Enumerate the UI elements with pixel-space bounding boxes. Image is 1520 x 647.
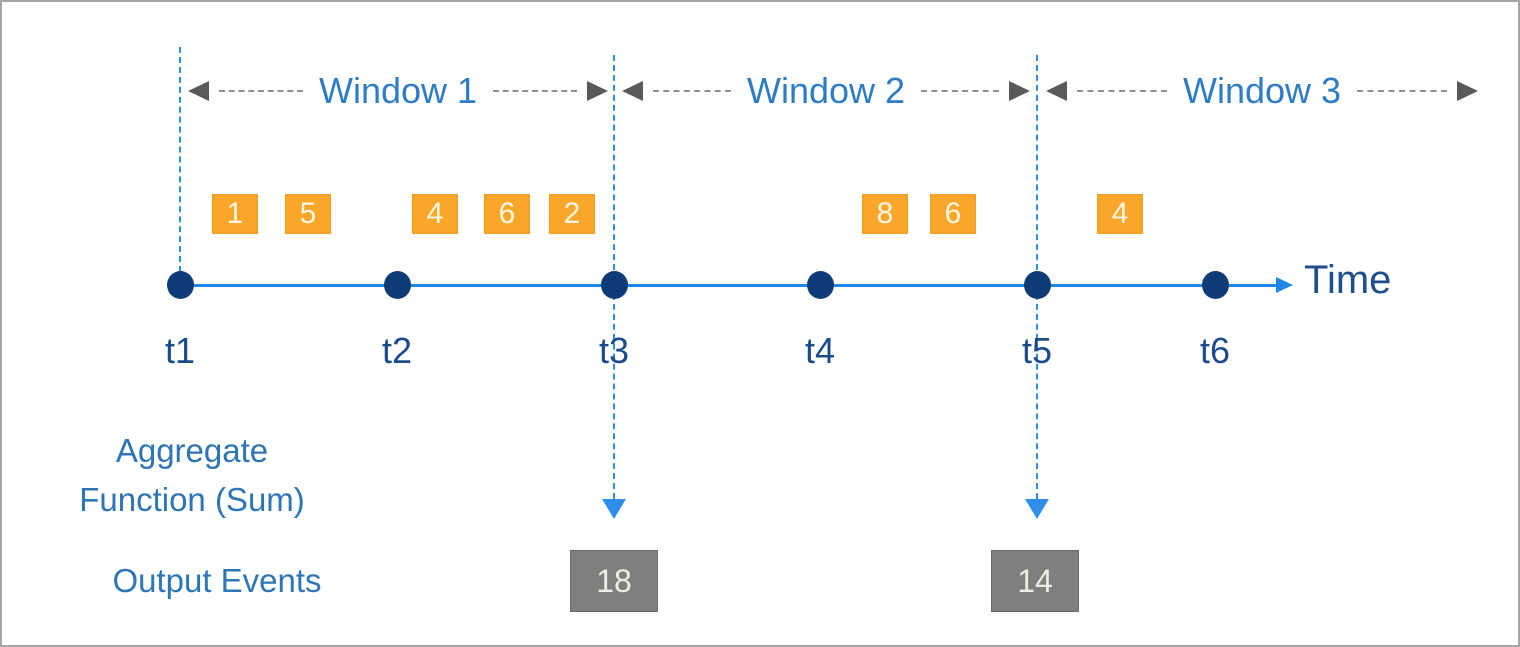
timeline-dot-t2 xyxy=(384,271,411,299)
aggregate-function-label: Aggregate Function (Sum) xyxy=(32,426,352,524)
event-value-box: 6 xyxy=(930,194,976,234)
arrow-down-icon xyxy=(1025,499,1049,519)
arrow-right-icon xyxy=(1457,81,1478,101)
timeline-dot-t6 xyxy=(1202,271,1229,299)
aggregate-function-label-line2: Function (Sum) xyxy=(79,481,305,518)
tick-label-t4: t4 xyxy=(804,330,836,371)
output-events-label: Output Events xyxy=(112,562,322,599)
event-value-box: 8 xyxy=(862,194,908,234)
tick-label-t2: t2 xyxy=(381,330,413,371)
timeline-dot-t5 xyxy=(1024,271,1051,299)
window-1-label: Window 1 xyxy=(318,70,478,111)
output-value-box: 18 xyxy=(570,550,658,612)
event-value-box: 4 xyxy=(1097,194,1143,234)
aggregate-function-label-line1: Aggregate xyxy=(115,432,269,469)
window-3-label: Window 3 xyxy=(1182,70,1342,111)
time-axis-label: Time xyxy=(1304,258,1392,302)
window-2-label: Window 2 xyxy=(746,70,906,111)
timeline-dot-t3 xyxy=(601,271,628,299)
event-value-box: 2 xyxy=(549,194,595,234)
event-value-box: 4 xyxy=(412,194,458,234)
dashed-line xyxy=(653,90,731,92)
arrow-left-icon xyxy=(1046,81,1067,101)
event-value-box: 5 xyxy=(285,194,331,234)
timeline-axis xyxy=(180,284,1278,287)
window-2-span: Window 2 xyxy=(622,72,1030,110)
timeline-arrow-icon xyxy=(1276,277,1293,293)
tick-label-t6: t6 xyxy=(1199,330,1231,371)
tick-label-t3: t3 xyxy=(598,330,630,371)
window-boundary-line-t1 xyxy=(179,47,181,272)
window-3-span: Window 3 xyxy=(1046,72,1478,110)
output-value-box: 14 xyxy=(991,550,1079,612)
event-value-box: 1 xyxy=(212,194,258,234)
dashed-line xyxy=(493,90,577,92)
timeline-dot-t4 xyxy=(807,271,834,299)
dashed-line xyxy=(219,90,303,92)
tick-label-t1: t1 xyxy=(164,330,196,371)
arrow-right-icon xyxy=(1009,81,1030,101)
arrow-left-icon xyxy=(188,81,209,101)
arrow-down-icon xyxy=(602,499,626,519)
arrow-right-icon xyxy=(587,81,608,101)
timeline-dot-t1 xyxy=(167,271,194,299)
event-value-box: 6 xyxy=(484,194,530,234)
dashed-line xyxy=(921,90,999,92)
dashed-line xyxy=(1357,90,1447,92)
tick-label-t5: t5 xyxy=(1021,330,1053,371)
window-1-span: Window 1 xyxy=(188,72,608,110)
arrow-left-icon xyxy=(622,81,643,101)
dashed-line xyxy=(1077,90,1167,92)
